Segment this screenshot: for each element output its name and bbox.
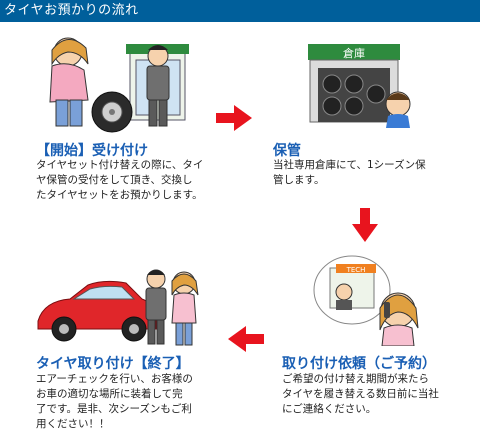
step-2-title: 保管: [273, 143, 301, 159]
step-1-description: タイヤセット付け替えの際に、タイ ヤ保管の受付をして頂き、交換し たタイヤセット…: [36, 159, 204, 201]
warehouse-illustration: 倉庫: [308, 44, 411, 128]
step-4-description: エアーチェックを行い、お客様の お車の適切な場所に装着して完 了です。是非、次シ…: [36, 373, 193, 430]
car-handover-illustration: [37, 269, 199, 346]
reception-illustration: [49, 37, 189, 133]
step-3-title: 取り付け依頼（ご予約）: [282, 356, 436, 372]
phone-call-illustration: TECH: [313, 255, 419, 346]
page-title: タイヤお預かりの流れ: [0, 0, 480, 22]
step-4-title: タイヤ取り付け【終了】: [36, 356, 190, 372]
arrow-right-icon: [216, 105, 252, 131]
warehouse-sign: 倉庫: [343, 46, 365, 60]
arrow-left-icon: [228, 326, 264, 352]
arrow-down-icon: [352, 208, 378, 242]
step-2-description: 当社専用倉庫にて、1シーズン保 管します。: [273, 159, 426, 186]
svg-text:TECH: TECH: [346, 266, 366, 274]
step-1-title: 【開始】受け付け: [36, 143, 148, 159]
step-3-description: ご希望の付け替え期間が来たら タイヤを履き替える数日前に当社 にご連絡ください。: [282, 373, 439, 415]
